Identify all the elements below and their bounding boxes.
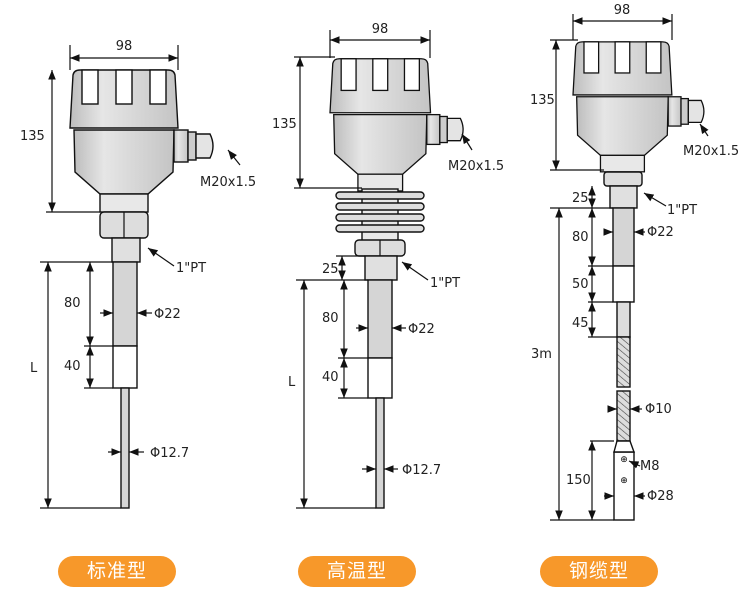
high-temp-type-drawing: 98 135 M20x1.5 1"PT 25 L 80 40 Φ22 Φ12.7 bbox=[272, 22, 504, 509]
enclosure-head bbox=[69, 69, 214, 213]
dim-probe-len: 80 bbox=[64, 296, 81, 311]
gland-label: M20x1.5 bbox=[448, 159, 504, 174]
sleeve bbox=[367, 357, 393, 399]
dim-probe-dia: Φ22 bbox=[408, 322, 435, 337]
bolt-label: M8 bbox=[640, 459, 660, 474]
dim-probe-len: 80 bbox=[322, 311, 339, 326]
dim-probe-dia: Φ22 bbox=[154, 307, 181, 322]
enclosure-head bbox=[329, 58, 464, 192]
dim-height: 135 bbox=[530, 93, 555, 108]
dim-rod-dia: Φ12.7 bbox=[402, 463, 441, 478]
sleeve bbox=[612, 265, 635, 303]
dim-sleeve: 50 bbox=[572, 277, 589, 292]
dim-total: L bbox=[30, 361, 38, 376]
cable-joint bbox=[616, 301, 631, 338]
dim-sleeve: 40 bbox=[322, 370, 339, 385]
dim-width: 98 bbox=[614, 3, 631, 18]
label-cable-type: 钢缆型 bbox=[540, 556, 658, 587]
bolt-icon: ⊕ bbox=[620, 476, 628, 486]
hex-nut bbox=[603, 171, 643, 187]
thread-label: 1"PT bbox=[430, 276, 460, 291]
gland-label: M20x1.5 bbox=[200, 175, 256, 190]
probe bbox=[112, 261, 138, 347]
dim-weight-len: 150 bbox=[566, 473, 591, 488]
dim-width: 98 bbox=[116, 39, 133, 54]
dim-total: L bbox=[288, 375, 296, 390]
thread bbox=[111, 237, 141, 263]
dim-height: 135 bbox=[272, 117, 297, 132]
thread-label: 1"PT bbox=[176, 261, 206, 276]
dim-segment: 45 bbox=[572, 316, 589, 331]
label-standard-type: 标准型 bbox=[58, 556, 176, 587]
standard-type-drawing: 98 135 M20x1.5 1"PT L 80 40 Φ22 Φ12.7 bbox=[20, 39, 256, 509]
dim-width: 98 bbox=[372, 22, 389, 37]
sleeve bbox=[112, 345, 138, 389]
dim-probe-dia: Φ22 bbox=[647, 225, 674, 240]
bolt-icon: ⊕ bbox=[620, 455, 628, 465]
dim-thread-len: 25 bbox=[322, 262, 339, 277]
dim-weight-dia: Φ28 bbox=[647, 489, 674, 504]
thread-label: 1"PT bbox=[667, 203, 697, 218]
dim-total: 3m bbox=[531, 347, 552, 362]
dim-cable-dia: Φ10 bbox=[645, 402, 672, 417]
dim-rod-dia: Φ12.7 bbox=[150, 446, 189, 461]
probe bbox=[612, 207, 635, 267]
dim-height: 135 bbox=[20, 129, 45, 144]
dim-probe-len: 80 bbox=[572, 230, 589, 245]
thread bbox=[609, 185, 638, 209]
probe bbox=[367, 279, 393, 359]
dim-sleeve: 40 bbox=[64, 359, 81, 374]
cooling-fins bbox=[335, 188, 425, 242]
rod bbox=[375, 397, 385, 509]
cable-type-drawing: ⊕ ⊕ 98 135 M20x1.5 1"PT 25 3m 80 50 45 Φ… bbox=[530, 3, 739, 521]
rod bbox=[120, 387, 130, 509]
label-high-temp-type: 高温型 bbox=[298, 556, 416, 587]
steel-cable bbox=[616, 336, 631, 388]
dim-thread-len: 25 bbox=[572, 191, 589, 206]
gland-label: M20x1.5 bbox=[683, 144, 739, 159]
thread bbox=[364, 255, 398, 281]
steel-cable bbox=[616, 390, 631, 442]
